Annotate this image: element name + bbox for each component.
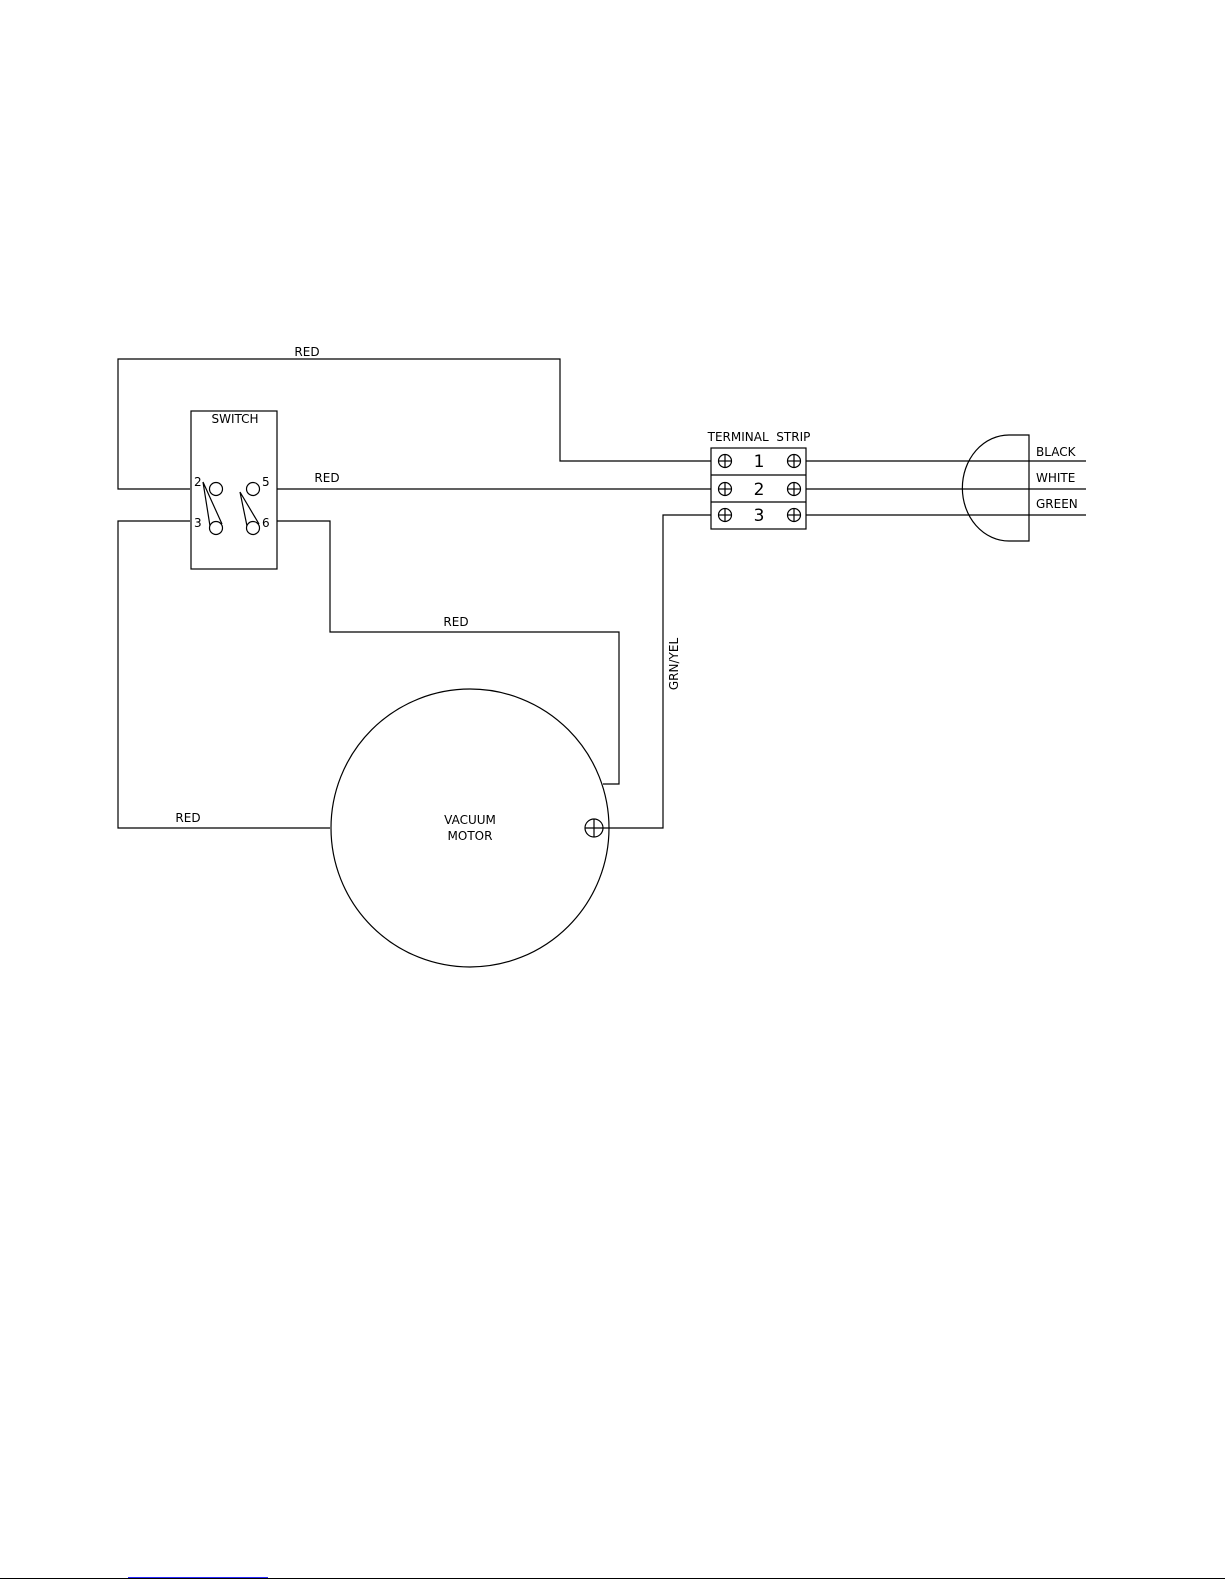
label-wire-switch-motor: RED — [443, 615, 468, 629]
label-switch-pin-6: 6 — [262, 516, 270, 530]
switch-lever-left — [203, 482, 222, 526]
terminal-screw-right-3 — [788, 509, 801, 522]
label-switch-pin-5: 5 — [262, 475, 270, 489]
label-wire-top: RED — [294, 345, 319, 359]
label-motor-line1: VACUUM — [444, 813, 496, 827]
label-wire-left-motor: RED — [175, 811, 200, 825]
label-terminal-3: 3 — [754, 506, 765, 526]
label-cord-white: WHITE — [1036, 471, 1075, 485]
vacuum-motor — [331, 689, 609, 967]
label-motor-line2: MOTOR — [448, 829, 493, 843]
label-switch-pin-2: 2 — [194, 475, 202, 489]
switch-contact-6 — [247, 522, 260, 535]
ground-symbol-icon — [585, 819, 603, 837]
label-switch-pin-3: 3 — [194, 516, 202, 530]
terminal-screw-left-2 — [719, 483, 732, 496]
terminal-screw-right-2 — [788, 483, 801, 496]
wire-top-red — [118, 359, 711, 489]
label-wire-ground: GRN/YEL — [667, 638, 681, 691]
label-terminal-title: TERMINAL STRIP — [707, 430, 811, 444]
label-switch-title: SWITCH — [211, 412, 258, 426]
label-terminal-1: 1 — [754, 452, 765, 472]
switch-contact-2 — [210, 483, 223, 496]
terminal-screw-left-1 — [719, 455, 732, 468]
label-cord-green: GREEN — [1036, 497, 1078, 511]
page-bottom-rule — [0, 1578, 1225, 1579]
wire-left-motor-red — [118, 521, 330, 828]
label-wire-switch-terminal: RED — [314, 471, 339, 485]
switch-contact-5 — [247, 483, 260, 496]
switch-lever-right — [240, 492, 259, 526]
label-terminal-2: 2 — [754, 480, 765, 500]
page-bottom-link-underline — [128, 1577, 268, 1578]
switch-contact-3 — [210, 522, 223, 535]
terminal-screw-left-3 — [719, 509, 732, 522]
terminal-screw-right-1 — [788, 455, 801, 468]
label-cord-black: BLACK — [1036, 445, 1077, 459]
wire-switch-motor-red — [277, 521, 619, 784]
power-plug — [962, 435, 1029, 541]
